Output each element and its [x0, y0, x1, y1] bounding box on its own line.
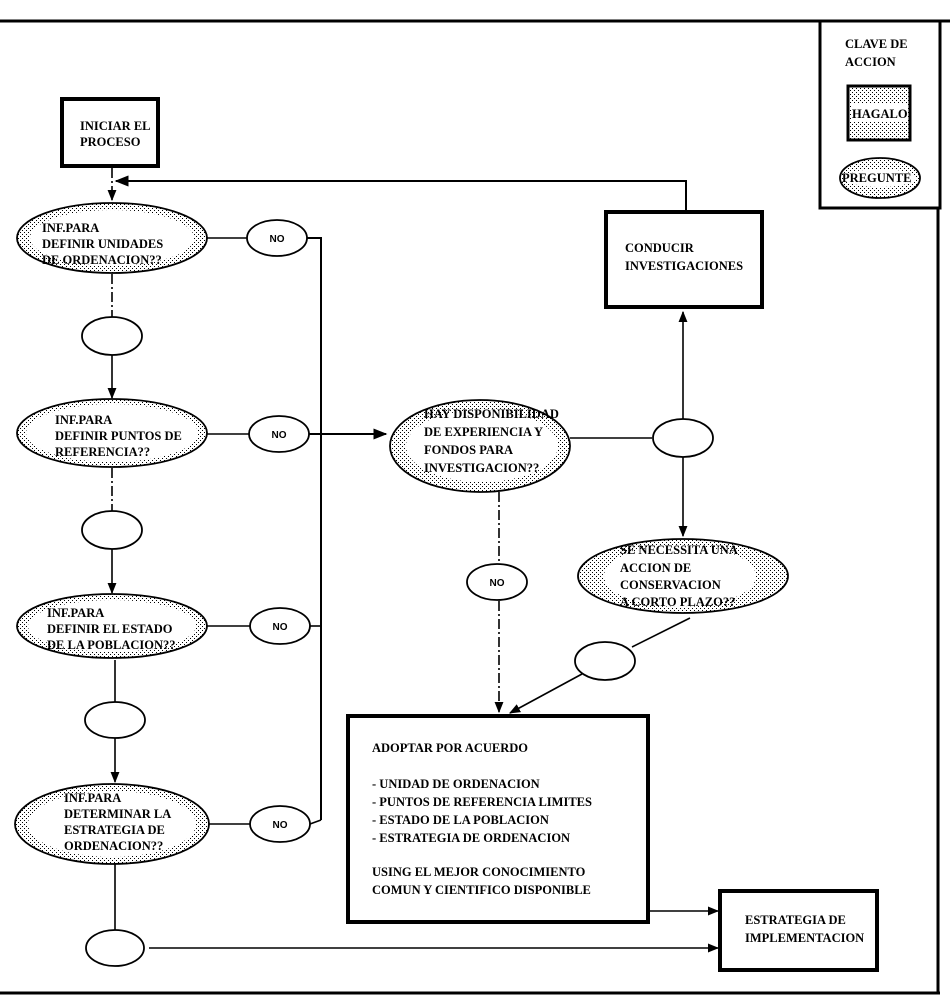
q-strategy-line3: ESTRATEGIA DE [64, 823, 165, 837]
answer-no-2-label: NO [272, 430, 287, 441]
conduct-research-line2: INVESTIGACIONES [625, 259, 743, 273]
edge-research-loop [114, 175, 687, 212]
node-start: INICIAR EL PROCESO [60, 97, 160, 168]
answer-no-3: NO [249, 607, 311, 645]
answer-yes-2 [81, 510, 143, 550]
node-implementation: ESTRATEGIA DE IMPLEMENTACION [718, 889, 879, 972]
answer-no-4: NO [249, 805, 311, 843]
adopt-item-4: - ESTRATEGIA DE ORDENACION [372, 831, 570, 845]
q-reference-line3: REFERENCIA?? [55, 445, 150, 459]
adopt-footer-1: USING EL MEJOR CONOCIMIENTO [372, 865, 586, 879]
answer-yes-conservation [574, 641, 636, 681]
answer-yes-resources [652, 418, 714, 458]
edge-no4-bus [309, 819, 322, 825]
q-strategy-line2: DETERMINAR LA [64, 807, 171, 821]
answer-yes-3 [84, 701, 146, 739]
q-units-line3: DE ORDENACION?? [42, 253, 162, 267]
node-q-population: INF.PARA DEFINIR EL ESTADO DE LA POBLACI… [16, 593, 208, 659]
node-conduct-research: CONDUCIR INVESTIGACIONES [604, 210, 764, 309]
q-strategy-line4: ORDENACION?? [64, 839, 163, 853]
node-start-line1: INICIAR EL [80, 119, 151, 133]
implementation-line2: IMPLEMENTACION [745, 931, 864, 945]
edge-yes-to-adopt [509, 673, 583, 714]
q-population-line2: DEFINIR EL ESTADO [47, 622, 173, 636]
node-adopt: ADOPTAR POR ACUERDO - UNIDAD DE ORDENACI… [346, 714, 650, 924]
legend: CLAVE DE ACCION HAGALO PREGUNTE [818, 19, 942, 210]
q-units-line1: INF.PARA [42, 221, 99, 235]
q-resources-line2: DE EXPERIENCIA Y [424, 425, 543, 439]
answer-no-1: NO [246, 219, 308, 257]
answer-no-3-label: NO [273, 622, 288, 633]
answer-yes-1 [81, 316, 143, 356]
q-reference-line1: INF.PARA [55, 413, 112, 427]
q-conservation-line1: SE NECESSITA UNA [620, 543, 738, 557]
node-start-line2: PROCESO [80, 135, 141, 149]
q-strategy-line1: INF.PARA [64, 791, 121, 805]
q-resources-line4: INVESTIGACION?? [424, 461, 539, 475]
legend-question-label: PREGUNTE [842, 171, 911, 185]
edge-no-bus [307, 237, 322, 820]
q-units-line2: DEFINIR UNIDADES [42, 237, 163, 251]
q-conservation-line3: CONSERVACION [620, 578, 721, 592]
q-reference-line2: DEFINIR PUNTOS DE [55, 429, 182, 443]
q-population-line3: DE LA POBLACION?? [47, 638, 176, 652]
adopt-item-2: - PUNTOS DE REFERENCIA LIMITES [372, 795, 592, 809]
legend-title-2: ACCION [845, 55, 896, 69]
conduct-research-line1: CONDUCIR [625, 241, 695, 255]
adopt-item-1: - UNIDAD DE ORDENACION [372, 777, 540, 791]
q-resources-line1: HAY DISPONIBILIDAD [424, 407, 559, 421]
adopt-footer-2: COMUN Y CIENTIFICO DISPONIBLE [372, 883, 591, 897]
node-q-units: INF.PARA DEFINIR UNIDADES DE ORDENACION?… [16, 202, 208, 274]
answer-no-resources: NO [466, 563, 528, 601]
q-conservation-line2: ACCION DE [620, 561, 691, 575]
answer-no-4-label: NO [273, 820, 288, 831]
legend-action-label: HAGALO [852, 107, 908, 121]
edge-conservation-yes [631, 617, 691, 648]
node-q-strategy: INF.PARA DETERMINAR LA ESTRATEGIA DE ORD… [14, 783, 210, 865]
answer-no-1-label: NO [270, 234, 285, 245]
answer-no-2: NO [248, 415, 310, 453]
q-conservation-line4: A CORTO PLAZO?? [620, 595, 735, 609]
adopt-title: ADOPTAR POR ACUERDO [372, 741, 528, 755]
adopt-item-3: - ESTADO DE LA POBLACION [372, 813, 549, 827]
node-q-conservation: SE NECESSITA UNA ACCION DE CONSERVACION … [577, 538, 789, 614]
legend-title-1: CLAVE DE [845, 37, 908, 51]
node-q-resources: HAY DISPONIBILIDAD DE EXPERIENCIA Y FOND… [389, 399, 571, 493]
answer-no-resources-label: NO [490, 578, 505, 589]
q-population-line1: INF.PARA [47, 606, 104, 620]
answer-yes-4 [85, 929, 145, 967]
implementation-line1: ESTRATEGIA DE [745, 913, 846, 927]
q-resources-line3: FONDOS PARA [424, 443, 513, 457]
node-q-reference: INF.PARA DEFINIR PUNTOS DE REFERENCIA?? [16, 398, 208, 468]
